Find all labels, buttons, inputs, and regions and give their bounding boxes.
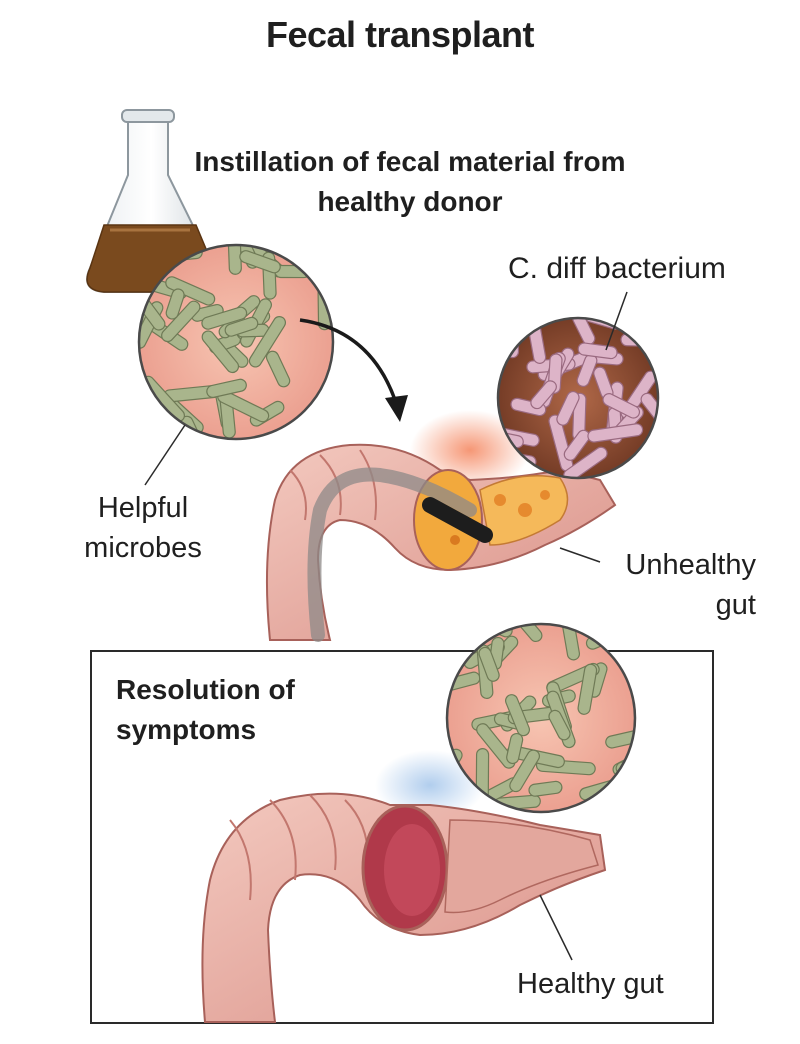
bacterium-rod xyxy=(636,318,654,346)
helpful-microbes-leader xyxy=(144,424,186,486)
bacterium-rod xyxy=(602,393,641,419)
bacterium-rod xyxy=(510,397,547,417)
bacterium-rod xyxy=(476,723,516,769)
bacterium-rod xyxy=(528,780,563,797)
resolution-box xyxy=(90,650,714,1024)
bacterium-rod xyxy=(165,276,216,306)
healthy-gut-leader xyxy=(539,894,573,961)
bacterium-rod xyxy=(607,782,635,812)
bacterium-rod xyxy=(563,429,591,461)
helpful-microbes-label: Helpful microbes xyxy=(84,492,202,564)
unhealthy-gut-label: Unhealthy gut xyxy=(625,549,756,621)
bacterium-rod xyxy=(530,380,557,410)
bacterium-rod xyxy=(165,288,185,320)
bacterium-rod xyxy=(505,694,531,737)
unhealthy-gut-illustration xyxy=(265,443,617,642)
healthy-gut-label: Healthy gut xyxy=(517,968,664,1000)
bacterium-rod xyxy=(265,350,291,388)
instillation-caption: Instillation of fecal material from heal… xyxy=(194,146,626,217)
unhealthy-gut-leader xyxy=(559,547,601,563)
bacterium-rod xyxy=(224,316,259,337)
bacterium-rod xyxy=(587,423,644,443)
bacterium-rod xyxy=(509,749,540,793)
bacterium-rod xyxy=(201,330,240,374)
bacterium-rod xyxy=(450,624,473,651)
bacterium-rod xyxy=(556,390,580,426)
bacterium-rod xyxy=(563,446,608,478)
bacterium-rod xyxy=(206,378,247,398)
c-diff-label: C. diff bacterium xyxy=(508,252,726,285)
bacterium-rod xyxy=(239,250,281,274)
diagram-title: Fecal transplant xyxy=(265,14,535,55)
c-diff-leader xyxy=(605,291,628,351)
healthy-gut-illustration xyxy=(201,792,607,1023)
healthy-glow xyxy=(375,750,485,820)
c-diff-circle xyxy=(496,316,660,480)
bacterium-rod xyxy=(585,624,630,650)
bacterium-rod xyxy=(548,709,571,741)
bacterium-rod xyxy=(625,318,658,329)
endoscope-tube-icon xyxy=(307,467,477,642)
bacterium-rod xyxy=(577,663,598,715)
bacterium-rod xyxy=(201,306,248,330)
curved-arrow-icon xyxy=(299,318,408,422)
helpful-microbes-circle xyxy=(137,243,335,441)
resolution-label: Resolution of symptoms xyxy=(116,674,295,745)
bacterium-rod xyxy=(506,732,524,765)
bacterium-rod xyxy=(478,646,500,682)
bacterium-rod xyxy=(248,316,287,368)
